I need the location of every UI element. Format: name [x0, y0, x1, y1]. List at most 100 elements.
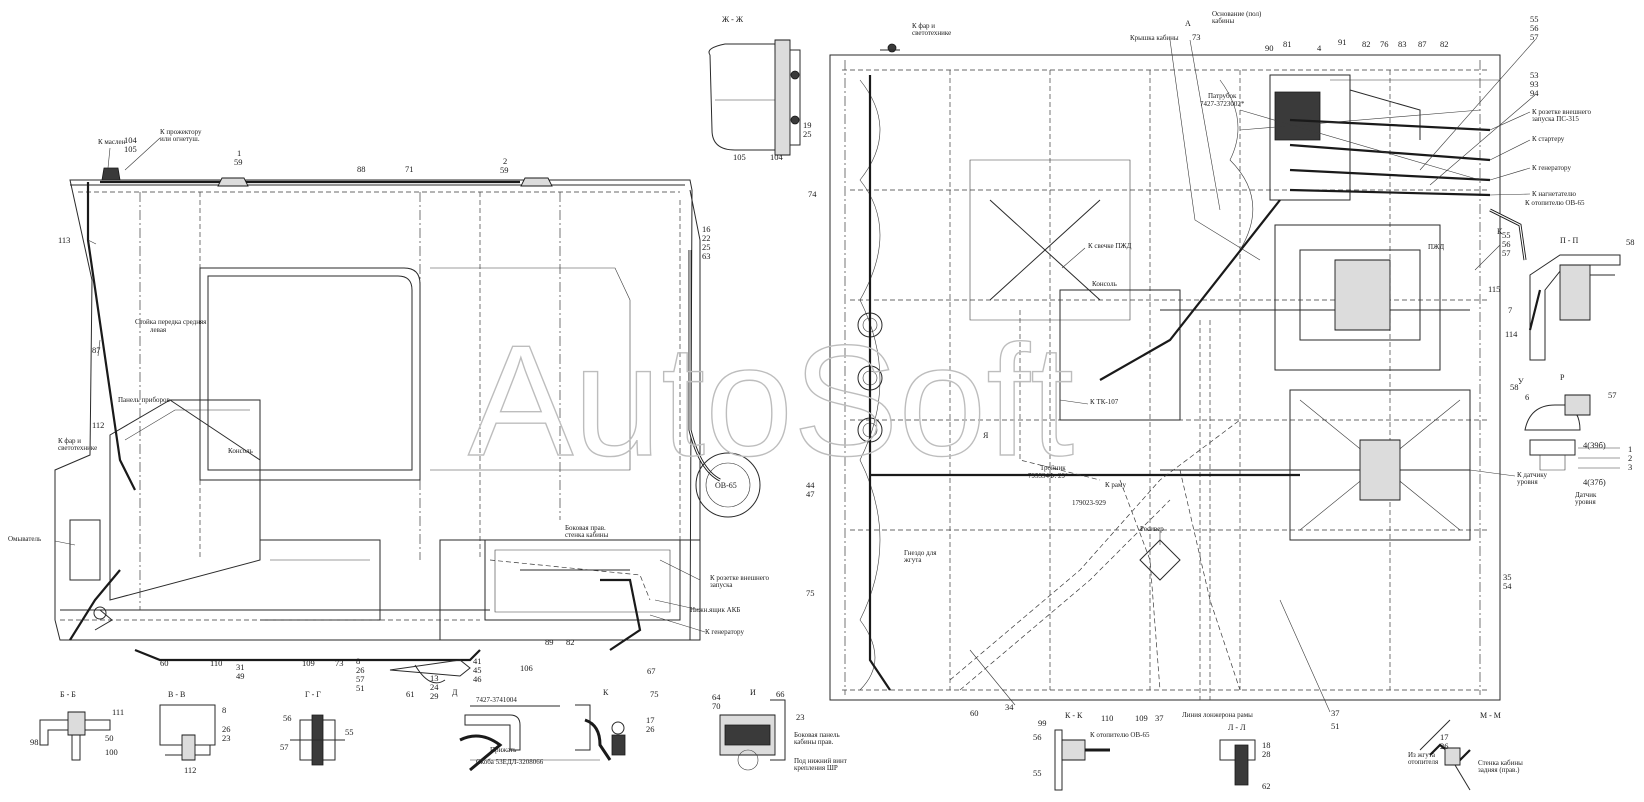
- label-k-svechke: К свечке ПЖД: [1088, 242, 1132, 250]
- callout: 110: [210, 658, 222, 668]
- label-gnezdo2: жгута: [903, 556, 922, 564]
- callout: 22: [702, 233, 711, 243]
- callout: 37: [1155, 713, 1164, 723]
- callout: 60: [160, 658, 169, 668]
- label-datchik: Датчик: [1575, 491, 1597, 499]
- label-k-nagnet: К нагнетателю: [1532, 190, 1576, 198]
- label-k-rozetke: К розетке внешнего: [710, 574, 770, 582]
- label-pod-bolt: Под нижний винт: [794, 757, 847, 765]
- callout: 57: [1530, 32, 1539, 42]
- section-zh-zh: Ж - Ж 105 104 19 25: [708, 15, 812, 162]
- callout: 67: [647, 666, 656, 676]
- label-k-faram-l2: светотехнике: [58, 444, 97, 452]
- callout: 2: [1628, 453, 1632, 463]
- callout: 75: [650, 689, 659, 699]
- cab-side-view: ОВ-65: [54, 167, 761, 684]
- label-stenka-z: Стенка кабины: [1478, 759, 1523, 767]
- callout: 61: [406, 689, 415, 699]
- callout: 87: [1418, 39, 1427, 49]
- callout: 94: [1530, 88, 1539, 98]
- detail-ll: Л - Л 18 28 62: [1219, 723, 1271, 791]
- callout: 114: [1505, 329, 1518, 339]
- label-pzhd: ПЖД: [1428, 243, 1444, 251]
- callout: 105: [124, 144, 137, 154]
- label-k-datchiku2: уровня: [1517, 478, 1539, 486]
- callout: 3: [1628, 462, 1632, 472]
- right-labels: К фар и светотехнике Крышка кабины Основ…: [806, 10, 1635, 731]
- label-patrubok: Патрубок: [1208, 92, 1237, 100]
- label-konsol-mid: Консоль: [1092, 280, 1117, 288]
- detail-k: К 75 17 26: [575, 688, 659, 761]
- callout: 1: [1628, 444, 1632, 454]
- callout: 112: [184, 765, 196, 775]
- section-ll-title: Л - Л: [1228, 723, 1246, 732]
- label-k-rozetke2: запуска: [710, 581, 733, 589]
- callout: 76: [1380, 39, 1389, 49]
- callout: 4: [1317, 43, 1322, 53]
- callout: 53: [1530, 70, 1539, 80]
- label-k-faram-l: К фар и: [58, 437, 81, 445]
- callout: 64: [712, 692, 721, 702]
- cab-plan-view: К У А Я: [829, 19, 1527, 701]
- detail-gg: Г - Г 56 55 57: [280, 690, 354, 766]
- label-prizhat: Прижать: [490, 746, 516, 754]
- callout: 56: [1033, 732, 1042, 742]
- label-stoika: Стойка передка средняя: [135, 318, 207, 326]
- callout: 82: [1440, 39, 1449, 49]
- callout: 8: [356, 656, 360, 666]
- label-part-7427: 7427-3741004: [476, 696, 517, 704]
- callout: 83: [1398, 39, 1407, 49]
- label-stenka-z2: задняя (прав.): [1478, 766, 1520, 774]
- callout: 113: [58, 235, 70, 245]
- callout: 37: [1331, 708, 1340, 718]
- callout: 34: [1005, 702, 1014, 712]
- label-iz-zhguta: Из жгута: [1408, 751, 1436, 759]
- callout: 112: [92, 420, 104, 430]
- callout: 17: [646, 715, 655, 725]
- callout: 106: [520, 663, 533, 673]
- callout: 57: [1502, 248, 1511, 258]
- callout: 8: [222, 705, 226, 715]
- detail-mm: М - М 17 26 Из жгута отопителя Стенка ка…: [1408, 711, 1523, 791]
- label-konsol-left: Консоль: [228, 447, 253, 455]
- callout: 24: [430, 682, 439, 692]
- callout: 59: [500, 165, 509, 175]
- label-osnovanie2: кабины: [1212, 17, 1234, 25]
- label-resiver: Ресивер: [1140, 525, 1164, 533]
- callout: 99: [1038, 718, 1047, 728]
- callout: 25: [702, 242, 711, 252]
- callout: 89: [545, 637, 554, 647]
- callout: 57: [356, 674, 365, 684]
- callout: 13: [430, 673, 439, 683]
- label-skoba: Скоба 53ЕДЛ-3208066: [476, 758, 544, 766]
- callout: 18: [1262, 740, 1271, 750]
- section-i-title: И: [750, 688, 756, 697]
- label-troinik: Тройник: [1040, 464, 1066, 472]
- callout: 87: [92, 345, 101, 355]
- callout: 109: [1135, 713, 1148, 723]
- callout: 98: [30, 737, 39, 747]
- callout: 56: [1530, 23, 1539, 33]
- label-nizh-yashik: Нижн.ящик АКБ: [690, 606, 740, 614]
- callout: 93: [1530, 79, 1539, 89]
- callout: 41: [473, 656, 482, 666]
- detail-i: И 64 70 66 23 Боковая панель кабины прав…: [712, 688, 847, 772]
- label-liniya-pola: Линия лонжерона рамы: [1182, 711, 1253, 719]
- callout: 57: [1608, 390, 1617, 400]
- section-a-marker: А: [1185, 19, 1191, 28]
- callout: 111: [112, 707, 124, 717]
- label-k-faram-top: К фар и: [912, 22, 935, 30]
- section-vv-title: В - В: [168, 690, 185, 699]
- callout: 17: [1440, 732, 1449, 742]
- callout: 45: [473, 665, 482, 675]
- callout: 59: [234, 157, 243, 167]
- callout: 71: [405, 164, 414, 174]
- callout: 104: [124, 135, 138, 145]
- label-bok-panel: Боковая панель: [794, 731, 840, 739]
- label-panel-priborov: Панель приборов: [118, 396, 171, 404]
- callout: 55: [1502, 230, 1511, 240]
- label-k-generatoru-r: К генератору: [1532, 164, 1571, 172]
- section-k-marker: К: [1497, 227, 1503, 236]
- callout: 70: [712, 701, 721, 711]
- label-bok-stenka: Боковая прав.: [565, 524, 606, 532]
